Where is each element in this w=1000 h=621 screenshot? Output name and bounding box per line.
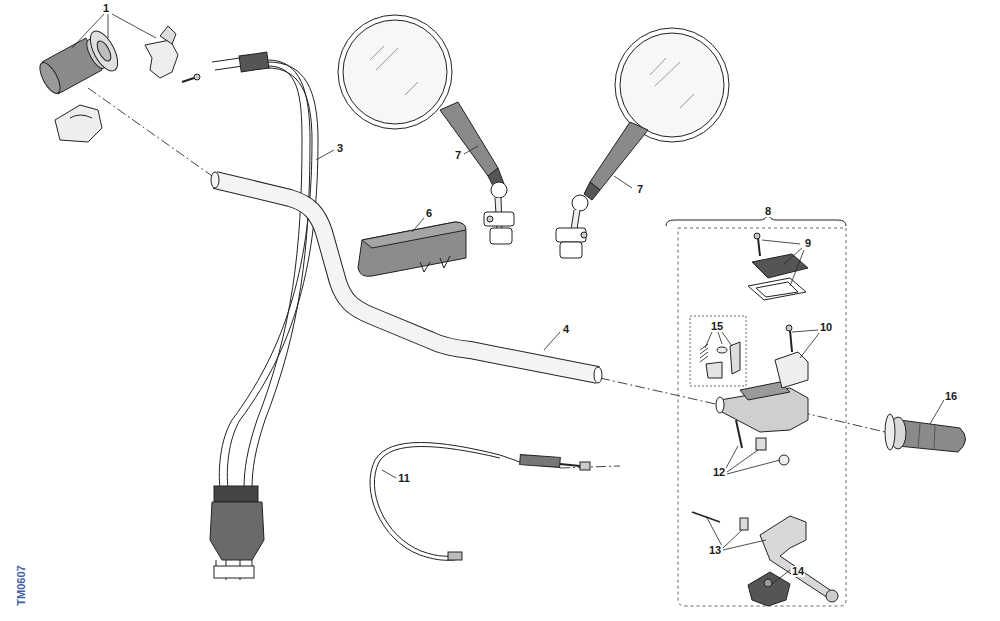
right-grip <box>885 414 966 452</box>
mirror-left <box>338 15 514 244</box>
handlebar <box>211 172 602 383</box>
callout-number: 15 <box>710 321 724 332</box>
callout-number: 16 <box>944 391 958 402</box>
clutch-master-parts <box>692 233 838 606</box>
callout-number: 11 <box>397 473 411 484</box>
callout-number: 14 <box>791 566 805 577</box>
callout-number: 10 <box>819 322 833 333</box>
callout-number: 12 <box>712 467 726 478</box>
callout-number: 3 <box>336 143 344 154</box>
clutch-cable <box>370 443 590 561</box>
callout-number: 8 <box>764 206 772 217</box>
callout-number: 7 <box>636 184 644 195</box>
callout-number: 4 <box>562 324 570 335</box>
leader-lines <box>72 14 944 584</box>
callout-number: 7 <box>454 150 462 161</box>
handlebar-pad <box>358 222 466 276</box>
throttle-grip <box>36 26 200 142</box>
callout-number: 1 <box>102 3 110 14</box>
mirror-right <box>556 28 729 258</box>
throttle-cables <box>210 52 318 580</box>
callout-number: 13 <box>708 545 722 556</box>
callout-number: 6 <box>425 208 433 219</box>
master-cylinder-group <box>666 214 846 606</box>
callout-number: 9 <box>804 238 812 249</box>
drawing-number: TM0607 <box>16 564 27 606</box>
